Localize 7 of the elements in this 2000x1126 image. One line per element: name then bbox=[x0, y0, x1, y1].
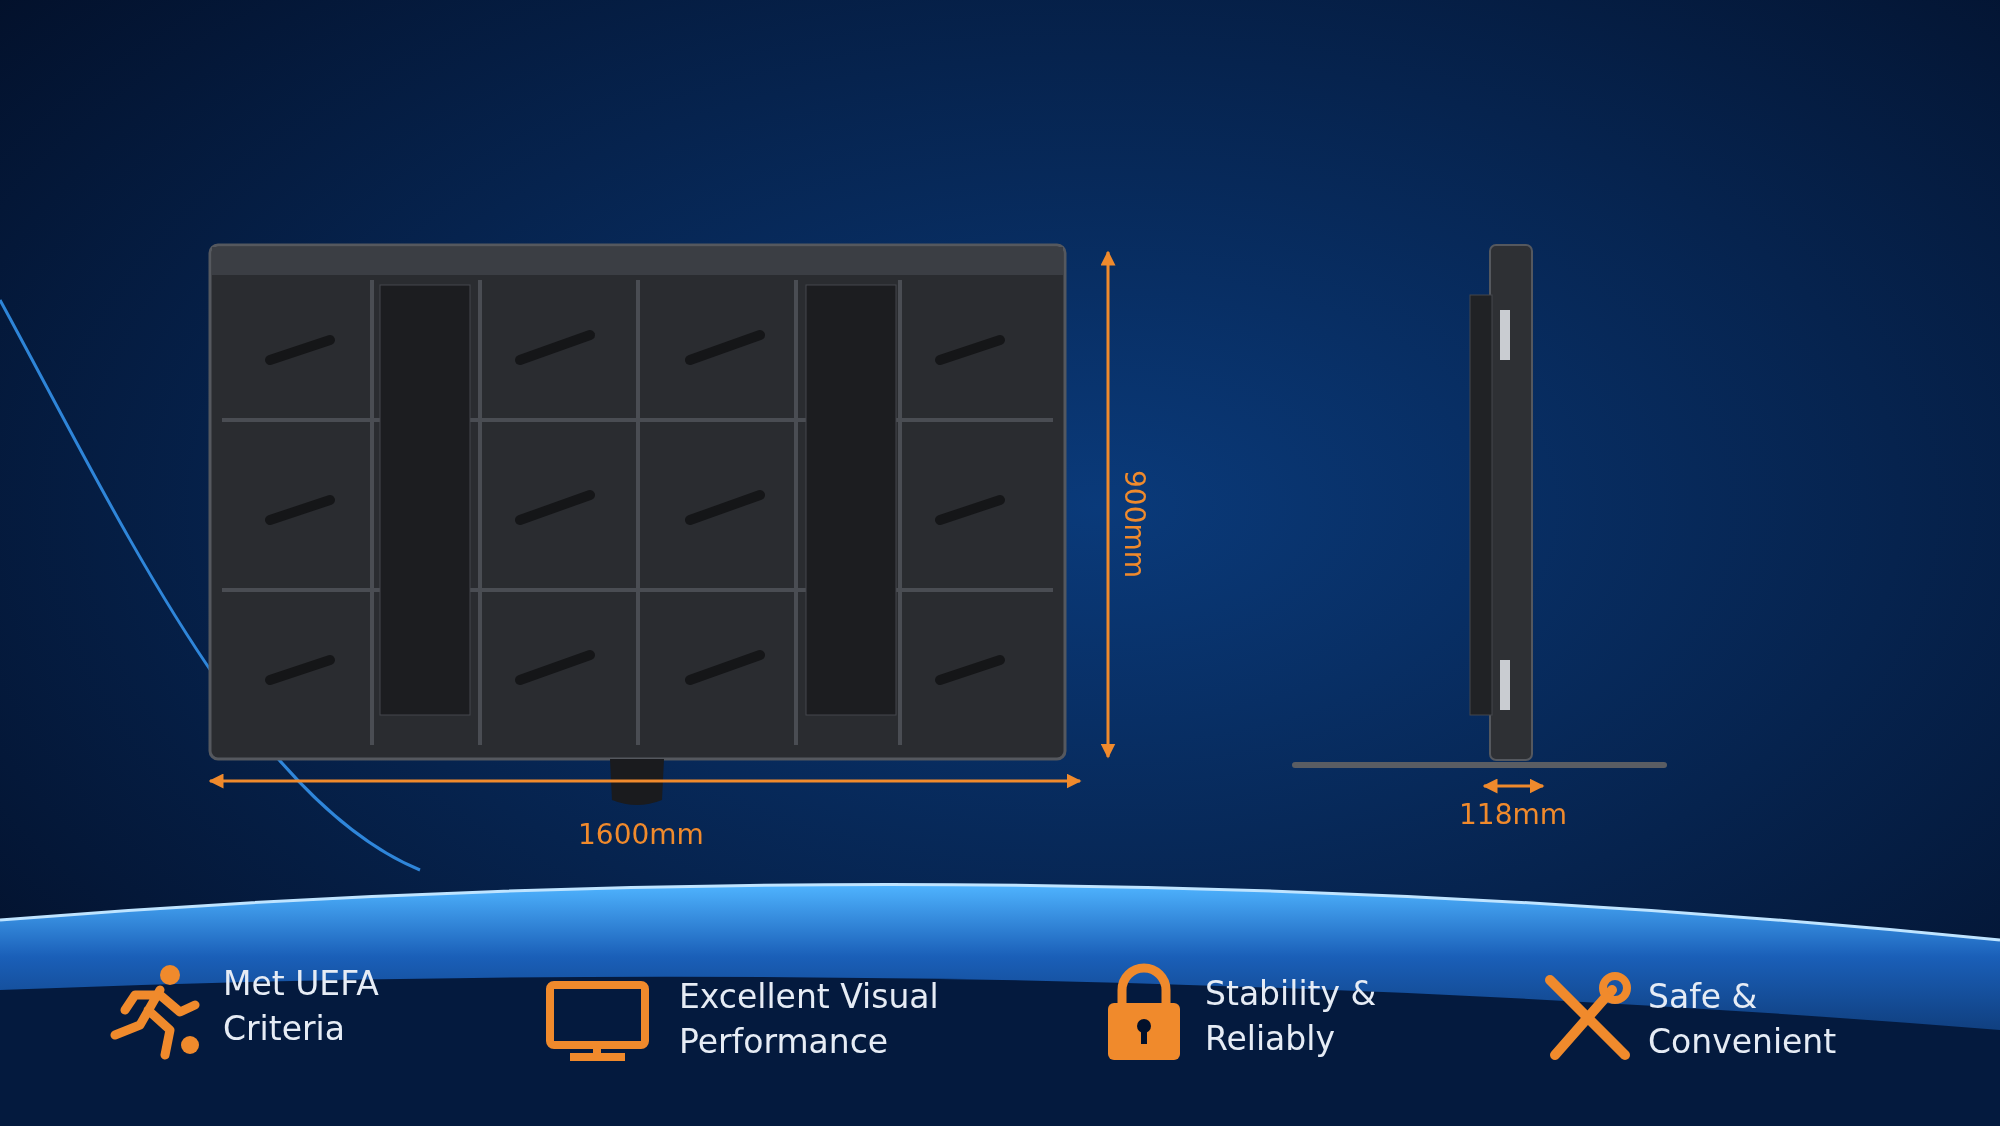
feature-text: Met UEFA Criteria bbox=[223, 963, 380, 1050]
feature-text: Stability & Reliably bbox=[1205, 973, 1378, 1060]
dimension-label: 1600mm bbox=[578, 820, 704, 851]
dimension-label: 900mm bbox=[1118, 470, 1149, 578]
dimension-label: 118mm bbox=[1459, 800, 1567, 831]
feature-text: Safe & Convenient bbox=[1648, 976, 1838, 1063]
feature-text: Excellent Visual Performance bbox=[679, 976, 940, 1063]
